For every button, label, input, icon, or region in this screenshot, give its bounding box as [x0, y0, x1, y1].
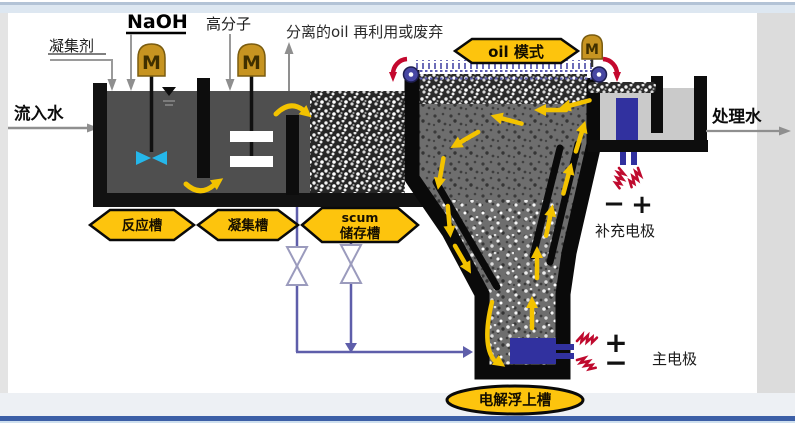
outlet-chamber: − + 补充电极	[588, 76, 708, 240]
rotation-arrowhead-icon	[613, 72, 621, 82]
paddle-blade	[230, 156, 273, 167]
coagulation-tank-label: 凝集槽	[228, 217, 269, 234]
scraper-motor	[581, 34, 603, 60]
flow-arrow-over-baffle	[273, 103, 306, 117]
scum-overflow-texture	[588, 82, 656, 93]
scum-tank-label-line1: scum	[342, 210, 379, 225]
frame-bottom-edge	[0, 421, 795, 423]
valve-icon	[285, 246, 309, 286]
minus-sign: −	[604, 346, 627, 379]
rotation-arrowhead-icon	[389, 72, 397, 82]
scum-tank-label-line2: 储存槽	[339, 225, 381, 242]
propeller-icon	[136, 151, 151, 165]
funnel-baffle-right	[529, 144, 564, 260]
tank-bottom-wall	[93, 193, 432, 207]
naoh-label: NaOH	[127, 11, 188, 33]
sprocket-hub	[596, 72, 602, 77]
coagulation-tank-badge	[195, 208, 301, 242]
flotation-tank-badge: 电解浮上槽	[445, 384, 585, 416]
outlet-right-wall	[694, 76, 707, 140]
sprocket-hub	[408, 72, 414, 77]
pretreatment-tank	[93, 76, 432, 207]
flow-arrow-under-baffle	[183, 181, 217, 194]
inflow: 流入水	[8, 103, 99, 133]
propeller-icon	[152, 151, 167, 165]
flotation-tank-label: 电解浮上槽	[479, 391, 552, 409]
treated-water-label: 处理水	[711, 106, 762, 126]
funnel-wall	[404, 70, 602, 380]
paddle-blade	[230, 131, 273, 142]
frame-bottom-band	[0, 393, 795, 416]
separated-oil-label: 分离的oil 再利用或废弃	[286, 23, 443, 41]
outlet-floor	[588, 140, 708, 152]
coagulant-feed-line	[50, 59, 113, 80]
frame-top-line	[0, 2, 795, 5]
coagulant-feed: 凝集剂	[48, 37, 117, 91]
baffle-1	[197, 78, 210, 178]
water-level-ripples	[163, 100, 175, 106]
separated-oil-outlet: 分离的oil 再利用或废弃	[284, 23, 443, 94]
tank-labels: 反应槽 凝集槽 scum 储存槽	[87, 206, 420, 244]
outflow: 处理水	[706, 106, 791, 136]
valve-icon	[339, 244, 363, 284]
tank-left-wall	[93, 83, 107, 207]
polymer-feed: 高分子	[206, 15, 251, 91]
frame-right-band	[757, 13, 795, 416]
naoh-feed: NaOH	[126, 11, 188, 91]
minus-sign: −	[603, 189, 625, 219]
supplementary-electrode-label: 补充电极	[595, 222, 655, 240]
baffle-2	[286, 115, 299, 195]
motor-label: M	[585, 42, 599, 58]
reaction-tank-label: 反应槽	[122, 217, 163, 234]
electrode-prong	[620, 152, 626, 165]
circulation-arrow-curve	[485, 299, 497, 363]
oil-mode-label: oil 模式	[488, 43, 544, 61]
frame-top-band	[0, 5, 795, 13]
supplementary-electrode	[616, 98, 638, 140]
mixer-motor: M	[237, 43, 266, 77]
main-electrode	[510, 338, 556, 364]
outlet-water	[600, 88, 696, 140]
plus-sign: +	[604, 326, 627, 359]
mixer-motor: M	[137, 43, 166, 77]
frame-left-band	[0, 13, 8, 416]
plus-sign: +	[631, 190, 653, 220]
scum-tank-badge	[300, 206, 420, 244]
pipe-down-arrowhead-icon	[345, 343, 357, 353]
oil-mode-badge: oil 模式	[452, 37, 581, 65]
inflow-label: 流入水	[14, 103, 64, 123]
motor-label: M	[242, 52, 261, 74]
coagulant-label: 凝集剂	[49, 37, 94, 55]
main-electrode-terminal	[556, 353, 574, 359]
main-electrode-label: 主电极	[652, 350, 697, 368]
scraper-teeth	[416, 60, 592, 69]
electrode-prong	[631, 152, 637, 165]
flotation-ellipse	[445, 384, 585, 416]
polymer-label: 高分子	[206, 15, 251, 33]
scum-bubbles-texture	[310, 91, 405, 193]
water-level-icon	[162, 87, 176, 96]
frame-bottom-line	[0, 416, 795, 421]
funnel-baffle-left	[432, 178, 501, 291]
main-electrode-terminal	[556, 344, 574, 350]
motor-label: M	[142, 52, 161, 74]
funnel-baffle-right	[546, 140, 582, 266]
main-electrode-connections: + − 主电极	[574, 326, 697, 379]
reaction-tank-badge	[87, 208, 197, 242]
oil-mode-shape	[452, 37, 581, 65]
scraper-conveyor: M	[389, 34, 656, 93]
pipe-right-arrowhead-icon	[463, 346, 473, 358]
